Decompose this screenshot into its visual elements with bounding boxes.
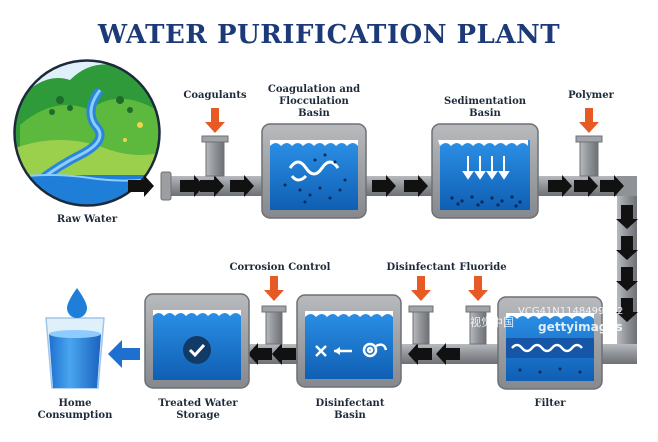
treated-storage-tank bbox=[144, 293, 250, 389]
label-fluoride: Fluoride bbox=[459, 262, 507, 273]
label-corrosion-control: Corrosion Control bbox=[229, 262, 331, 273]
label-disinfectant: Disinfectant bbox=[386, 262, 456, 273]
injection-points bbox=[201, 108, 603, 345]
coagulation-basin-tank bbox=[261, 123, 367, 219]
watermark-brand: gettyimages bbox=[538, 320, 623, 334]
label-filter: Filter bbox=[534, 398, 566, 409]
label-coagulants: Coagulants bbox=[183, 90, 247, 101]
filter-tank bbox=[497, 296, 603, 390]
label-polymer: Polymer bbox=[568, 90, 614, 101]
watermark-id: VCG41N1148499522 bbox=[518, 306, 624, 317]
label-raw-water: Raw Water bbox=[56, 214, 118, 225]
watermark-brand-cn: 视觉中国 bbox=[470, 316, 514, 329]
fluoride-inject-arrow bbox=[468, 276, 488, 301]
disinfectant-inject-arrow bbox=[411, 276, 431, 301]
coagulants-inject-arrow bbox=[205, 108, 225, 133]
disinfectant-basin-tank bbox=[296, 294, 402, 388]
home-consumption-glass bbox=[45, 288, 140, 389]
corrosion-inject-arrow bbox=[264, 276, 284, 301]
flow-arrows bbox=[128, 175, 638, 365]
polymer-inject-arrow bbox=[579, 108, 599, 133]
diagram-title: WATER PURIFICATION PLANT bbox=[97, 20, 561, 50]
sedimentation-basin-tank bbox=[431, 123, 539, 219]
